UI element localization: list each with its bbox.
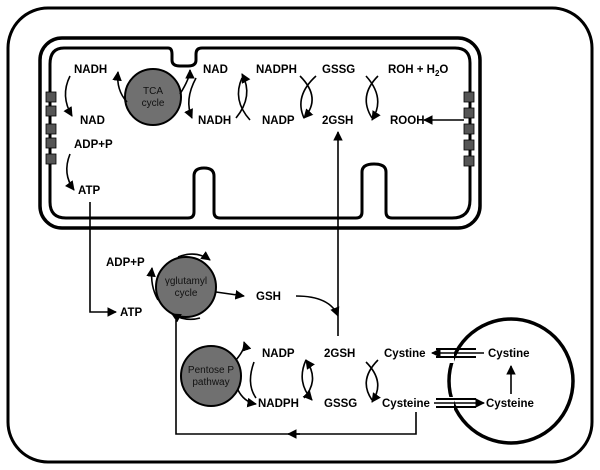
nad-nadh-arrow	[184, 77, 197, 119]
membrane-transporter-right	[463, 91, 475, 167]
glut-top-arc	[177, 251, 211, 261]
cyto-cysteine: Cysteine	[382, 398, 430, 410]
glut-label-1: γglutamyl	[165, 276, 207, 287]
mito-nadp: NADP	[262, 115, 295, 127]
gsh-cytosol-branch	[295, 295, 340, 317]
cyto-adp: ADP+P	[106, 257, 145, 269]
mito-nad-right: NAD	[203, 64, 228, 76]
cyto-cystine-cysteine-arrow	[365, 359, 379, 401]
glut-bottom-arc	[171, 313, 201, 323]
glutamyl-cycle-node	[155, 256, 217, 318]
pp-label-2: pathway	[192, 377, 229, 388]
cyto-gssg-cross-arrow	[301, 359, 313, 401]
pentose-pathway-node	[180, 345, 242, 407]
tca-cycle-node	[124, 68, 182, 126]
mito-nadh-top: NADH	[74, 64, 107, 76]
cyto-nadph: NADPH	[258, 398, 299, 410]
gssg-roh-arrow	[365, 75, 381, 121]
atp-export-arrow	[89, 202, 117, 317]
membrane-transporter-left	[45, 91, 57, 165]
mitochondrion-outer-membrane	[38, 36, 482, 230]
mito-gssg: GSSG	[322, 64, 355, 76]
mito-nadph: NADPH	[256, 64, 297, 76]
nadh-nad-arrow	[63, 75, 73, 117]
cyto-gsh: GSH	[256, 291, 281, 303]
pp-top-arc	[235, 341, 252, 361]
tca-label-1: TCA	[143, 86, 163, 97]
cyto-nadp: NADP	[262, 348, 295, 360]
pp-label-1: Pentose P	[188, 365, 234, 376]
mito-adp: ADP+P	[74, 139, 113, 151]
tca-arc-arrow	[112, 71, 128, 103]
mito-nad-left: NAD	[80, 115, 105, 127]
tca-label-2: cycle	[142, 98, 165, 109]
cyto-gsh-cystine-arrow	[365, 361, 381, 403]
cyto-nadp-nadph-arrow	[249, 361, 257, 399]
mito-rooh: ROOH	[390, 115, 425, 127]
mito-atp: ATP	[78, 185, 100, 197]
cyto-2gsh: 2GSH	[324, 348, 355, 360]
mito-nadh-right: NADH	[198, 115, 231, 127]
cyto-gssg: GSSG	[324, 398, 357, 410]
cyto-nadph-gssg-arrow	[303, 359, 315, 399]
nadph-to-nadp-arrow	[237, 77, 251, 121]
tca-arc-arrow-right	[179, 69, 195, 95]
mitochondrion-inner-membrane	[48, 46, 472, 220]
ext-cysteine: Cysteine	[486, 398, 534, 410]
mito-roh: ROH + H2O	[388, 64, 448, 78]
ext-cystine: Cystine	[488, 348, 530, 360]
nadp-gssg-arrow	[300, 75, 317, 119]
glut-adp-arrow	[146, 267, 159, 301]
cystine-transporter-gap	[446, 347, 454, 363]
nadph-gssg-arrow	[299, 75, 314, 119]
cell-membrane	[6, 6, 594, 464]
glut-gsh-arrow	[215, 290, 245, 300]
gsh-rooh-arrow	[365, 75, 379, 119]
glut-label-2: cycle	[175, 288, 198, 299]
pp-bottom-arc	[237, 389, 257, 408]
nadh-to-nadph-arrow	[235, 73, 251, 119]
cyto-cystine: Cystine	[384, 348, 426, 360]
mito-2gsh: 2GSH	[322, 115, 353, 127]
cysteine-transporter-gap	[446, 397, 454, 413]
cyto-atp: ATP	[120, 307, 142, 319]
adp-atp-arrow	[64, 153, 75, 191]
